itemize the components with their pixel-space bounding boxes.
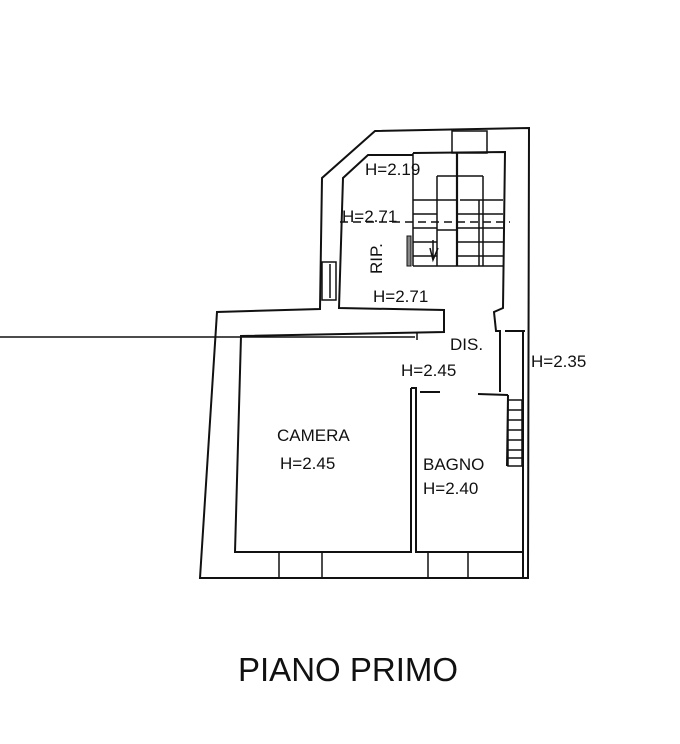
- plan-title: PIANO PRIMO: [238, 651, 458, 688]
- bedroom-label: CAMERA: [277, 426, 350, 445]
- staircase: [412, 153, 503, 267]
- stairwell-wall: [412, 150, 507, 392]
- hall-label: DIS.: [450, 335, 483, 354]
- landing-label: RIP.: [367, 243, 386, 274]
- bathroom-shelf: [507, 399, 523, 467]
- hall-height: H=2.45: [401, 361, 456, 380]
- side-height: H=2.35: [531, 352, 586, 371]
- stair-mid-height: H=2.71: [342, 207, 397, 226]
- bathroom-label: BAGNO: [423, 455, 484, 474]
- bedroom-height: H=2.45: [280, 454, 335, 473]
- bathroom-height: H=2.40: [423, 479, 478, 498]
- stair-top-height: H=2.19: [365, 160, 420, 179]
- bedroom-wall: [233, 154, 445, 553]
- window: [427, 551, 469, 579]
- window: [321, 261, 337, 301]
- outer-wall: [198, 126, 531, 579]
- bathroom-wall: [411, 387, 523, 553]
- stair-arrow-icon: [429, 240, 439, 263]
- landing-height: H=2.71: [373, 287, 428, 306]
- window: [278, 551, 323, 579]
- window: [451, 130, 488, 154]
